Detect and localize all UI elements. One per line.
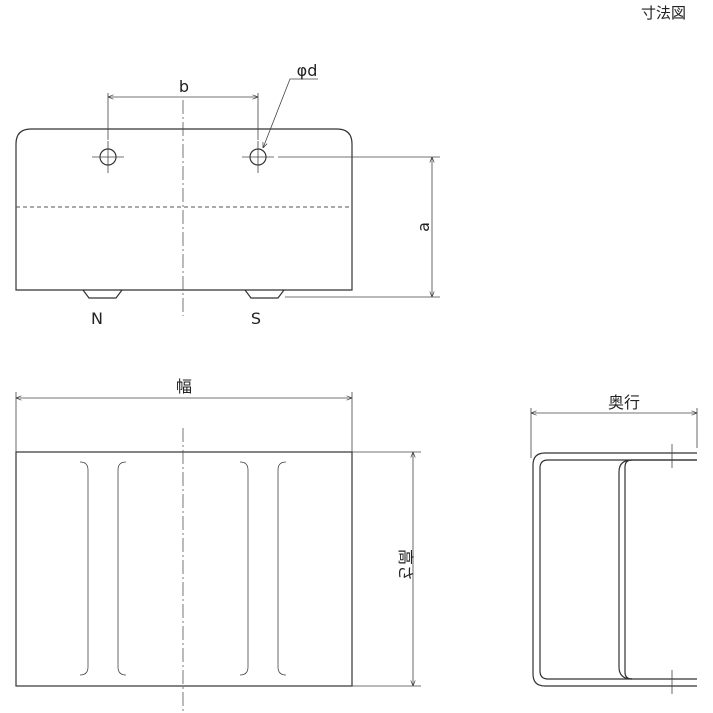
dim-width-label: 幅 <box>176 377 192 396</box>
dim-d-label: φd <box>297 61 318 80</box>
dim-b-label: b <box>179 77 189 96</box>
d-leader-line <box>263 78 318 148</box>
pole-s-label: S <box>251 309 261 328</box>
top-view: b φd a N S <box>15 61 440 328</box>
dim-depth-label: 奥行 <box>608 393 640 412</box>
magnet-tab-s <box>244 289 285 299</box>
side-inner-wall <box>624 459 697 680</box>
side-profile-inner <box>539 459 697 680</box>
rib-4 <box>277 461 287 676</box>
dim-height-label: 高さ <box>396 549 415 581</box>
pole-n-label: N <box>91 309 103 328</box>
rib-1 <box>79 461 89 676</box>
side-inner-wall-back <box>618 459 633 680</box>
side-profile-outer <box>532 452 697 687</box>
rib-3 <box>239 461 249 676</box>
drawing-title: 寸法図 <box>641 4 686 22</box>
mounting-hole-right <box>242 141 274 173</box>
front-plate-outline <box>15 451 353 687</box>
side-view: 奥行 <box>530 393 698 694</box>
magnet-tab-n <box>82 289 123 299</box>
rib-2 <box>117 461 127 676</box>
top-plate-outline <box>15 128 353 291</box>
dim-a-label: a <box>414 222 433 232</box>
front-view: 幅 高さ <box>15 377 421 713</box>
mounting-hole-left <box>92 141 124 173</box>
